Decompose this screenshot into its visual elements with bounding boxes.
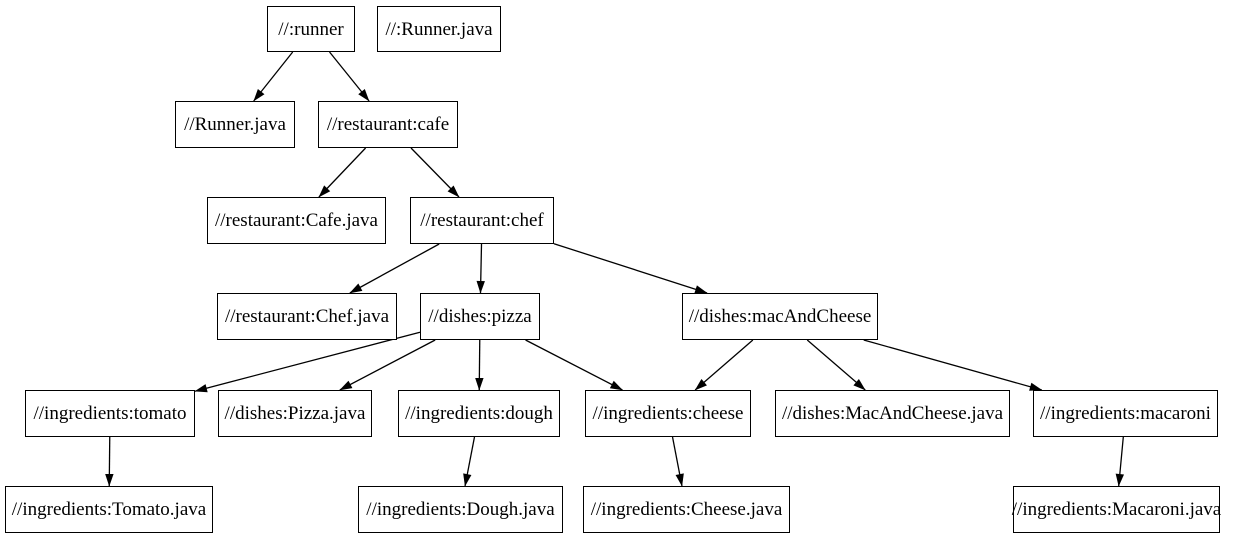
- graph-node-label: //:runner: [278, 18, 344, 40]
- graph-node-mac-and-cheese: //dishes:macAndCheese: [682, 293, 878, 340]
- graph-node-cafe: //restaurant:cafe: [318, 101, 458, 148]
- graph-node-runner-java: //Runner.java: [175, 101, 295, 148]
- graph-node-chef: //restaurant:chef: [410, 197, 554, 244]
- graph-edge-mac-and-cheese-to-cheese: [694, 339, 754, 391]
- graph-edge-tomato-to-tomato-java: [105, 436, 114, 487]
- graph-node-label: //ingredients:Macaroni.java: [1011, 499, 1222, 520]
- graph-edge-mac-and-cheese-to-mac-and-cheese-java: [806, 339, 866, 391]
- graph-node-tomato-java: //ingredients:Tomato.java: [5, 486, 213, 533]
- graph-node-cafe-java: //restaurant:Cafe.java: [207, 197, 386, 244]
- graph-node-label: //restaurant:chef: [420, 210, 544, 231]
- graph-node-label: //ingredients:Tomato.java: [11, 499, 207, 520]
- graph-node-label: //dishes:pizza: [428, 306, 532, 327]
- graph-node-label: //dishes:macAndCheese: [688, 306, 872, 327]
- graph-node-label: //:Runner.java: [385, 18, 493, 40]
- graph-edge-pizza-to-dough: [475, 339, 484, 391]
- graph-node-label: //ingredients:dough: [405, 403, 553, 424]
- graph-edge-runner-to-runner-java: [253, 51, 294, 102]
- graph-node-mac-and-cheese-java: //dishes:MacAndCheese.java: [775, 390, 1010, 437]
- graph-edge-pizza-to-tomato: [194, 331, 421, 393]
- graph-node-label: //ingredients:Cheese.java: [590, 499, 783, 520]
- graph-node-tomato: //ingredients:tomato: [25, 390, 195, 437]
- graph-node-label: //restaurant:cafe: [326, 114, 450, 135]
- graph-node-pizza-java: //dishes:Pizza.java: [218, 390, 372, 437]
- graph-edge-macaroni-to-macaroni-java: [1115, 436, 1125, 487]
- graph-node-runner: //:runner: [267, 6, 355, 52]
- graph-node-label: //ingredients:cheese: [592, 403, 744, 424]
- graph-node-label: //dishes:Pizza.java: [224, 403, 366, 424]
- graph-edge-runner-to-cafe: [329, 51, 370, 102]
- graph-node-cheese: //ingredients:cheese: [585, 390, 751, 437]
- graph-node-label: //ingredients:tomato: [33, 403, 187, 424]
- graph-edge-chef-to-mac-and-cheese: [553, 243, 708, 294]
- graph-node-label: //Runner.java: [184, 114, 286, 135]
- graph-node-pizza: //dishes:pizza: [420, 293, 540, 340]
- graph-edge-pizza-to-cheese: [525, 339, 623, 391]
- graph-node-root-runner-java: //:Runner.java: [377, 6, 501, 52]
- graph-node-macaroni-java: //ingredients:Macaroni.java: [1011, 486, 1222, 533]
- graph-edge-cafe-to-cafe-java: [318, 147, 367, 198]
- graph-node-label: //restaurant:Chef.java: [224, 306, 390, 327]
- graph-edge-chef-to-chef-java: [349, 243, 440, 294]
- graph-node-label: //dishes:MacAndCheese.java: [781, 403, 1004, 424]
- graph-node-macaroni: //ingredients:macaroni: [1033, 390, 1218, 437]
- graph-edge-chef-to-pizza: [476, 243, 485, 294]
- graph-node-label: //ingredients:Dough.java: [366, 499, 555, 520]
- graph-node-dough: //ingredients:dough: [398, 390, 560, 437]
- graph-node-label: //ingredients:macaroni: [1040, 403, 1211, 424]
- graph-edge-cafe-to-chef: [410, 147, 460, 198]
- graph-node-chef-java: //restaurant:Chef.java: [217, 293, 397, 340]
- graph-edge-pizza-to-pizza-java: [339, 339, 436, 391]
- graph-edge-dough-to-dough-java: [463, 436, 476, 487]
- graph-node-label: //restaurant:Cafe.java: [214, 210, 378, 231]
- graph-node-cheese-java: //ingredients:Cheese.java: [583, 486, 790, 533]
- graph-edge-mac-and-cheese-to-macaroni: [863, 339, 1043, 391]
- graph-node-dough-java: //ingredients:Dough.java: [358, 486, 563, 533]
- graph-edge-cheese-to-cheese-java: [671, 436, 684, 487]
